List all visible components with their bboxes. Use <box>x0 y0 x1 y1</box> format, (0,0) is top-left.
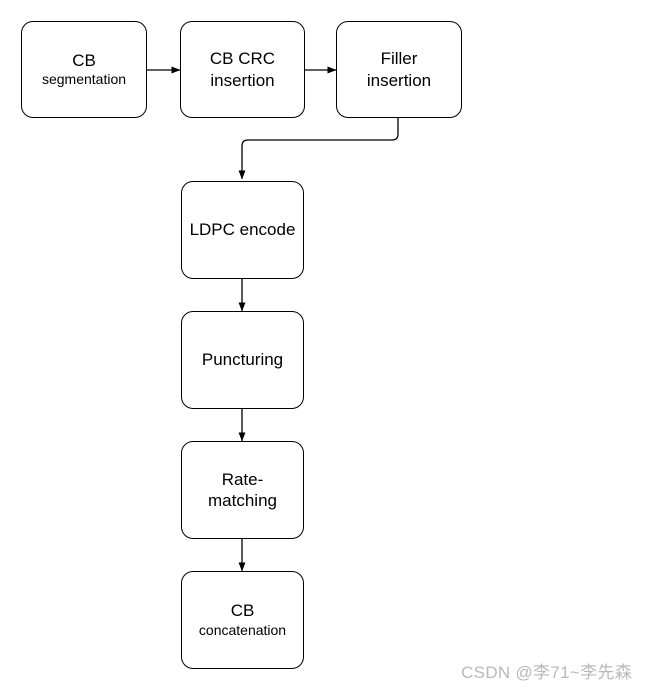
node-ldpc-encode[interactable]: LDPC encode <box>181 181 304 279</box>
node-puncturing[interactable]: Puncturing <box>181 311 304 409</box>
node-rate-matching-line1: Rate- <box>221 469 264 489</box>
node-rate-matching-line2: matching <box>208 491 277 510</box>
node-ldpc-encode-line1: LDPC encode <box>189 220 296 240</box>
edge-filler-insertion-to-ldpc-encode <box>238 118 399 180</box>
node-cb-segmentation-line1: CB <box>72 50 96 70</box>
node-cb-crc-insertion[interactable]: CB CRC insertion <box>180 21 305 118</box>
node-filler-insertion[interactable]: Filler insertion <box>336 21 462 118</box>
node-puncturing-line1: Puncturing <box>201 350 284 370</box>
csdn-watermark: CSDN @李71~李先森 <box>461 663 632 682</box>
node-filler-insertion-line2: insertion <box>366 70 432 90</box>
node-cb-concatenation[interactable]: CB concatenation <box>181 571 304 669</box>
node-cb-concatenation-line2: concatenation <box>198 621 287 638</box>
node-rate-matching[interactable]: Rate- matching <box>181 441 304 539</box>
node-cb-concatenation-line1: CB <box>230 601 255 621</box>
node-filler-insertion-line1: Filler <box>380 49 418 69</box>
node-cb-segmentation[interactable]: CB segmentation <box>21 21 147 118</box>
node-cb-segmentation-line2: segmentation <box>41 71 127 88</box>
node-cb-crc-insertion-line2: insertion <box>210 70 275 90</box>
node-cb-crc-insertion-line1: CB CRC <box>209 49 276 69</box>
